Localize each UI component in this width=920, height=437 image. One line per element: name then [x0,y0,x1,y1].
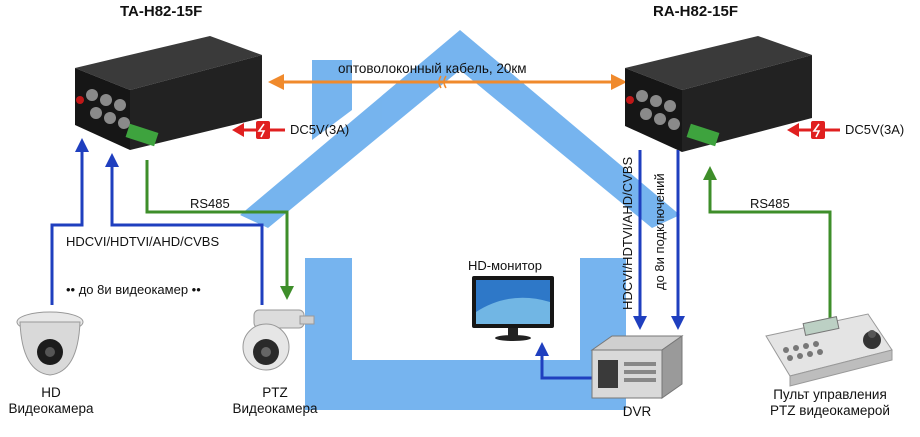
dvr-caption: DVR [622,404,652,419]
dvr-icon [590,335,684,399]
connections-label: до 8и подключений [652,173,667,290]
receiver-power-label: DC5V(3A) [845,122,905,137]
fiber-cable [268,74,627,90]
hd-camera-caption-line1: HD [41,385,61,400]
hd-camera-caption: HD Видеокамера [6,385,96,417]
video-line-to-dvr-1 [633,150,647,330]
rs485-line-left [145,160,294,300]
ptz-camera-caption-line1: PTZ [262,385,288,400]
video-line-to-dvr-2 [671,150,685,330]
video-line-hd-camera [50,138,89,305]
ptz-controller-icon [765,313,893,387]
rs485-label-right: RS485 [750,196,790,211]
rs485-label-left: RS485 [190,196,230,211]
house-shape [240,30,680,410]
controller-caption: Пульт управления PTZ видеокамерой [750,387,910,419]
rs485-line-right [703,166,832,318]
transmitter-device [75,36,262,150]
formats-label-right: HDCVI/HDTVI/AHD/CVBS [620,156,635,310]
controller-caption-line2: PTZ видеокамерой [770,403,890,418]
hd-camera-icon [16,311,84,376]
controller-caption-line1: Пульт управления [773,387,887,402]
monitor-icon [472,276,554,341]
ptz-camera-caption: PTZ Видеокамера [220,385,330,417]
fiber-label: оптоволоконный кабель, 20км [338,61,527,76]
formats-label-left: HDCVI/HDTVI/AHD/CVBS [66,234,220,249]
cameras-count-label: •• до 8и видеокамер •• [66,282,201,297]
power-arrow-left [232,121,285,139]
transmitter-power-label: DC5V(3A) [290,122,350,137]
power-arrow-right [787,121,840,139]
video-line-ptz-camera [105,153,264,305]
dvr-to-monitor-line [535,342,592,380]
transmitter-title: TA-H82-15F [120,3,203,20]
hd-camera-caption-line2: Видеокамера [8,401,94,416]
ptz-camera-icon [242,309,315,371]
monitor-label: HD-монитор [468,258,542,273]
receiver-device [625,36,812,152]
ptz-camera-caption-line2: Видеокамера [232,401,318,416]
receiver-title: RA-H82-15F [653,3,739,20]
